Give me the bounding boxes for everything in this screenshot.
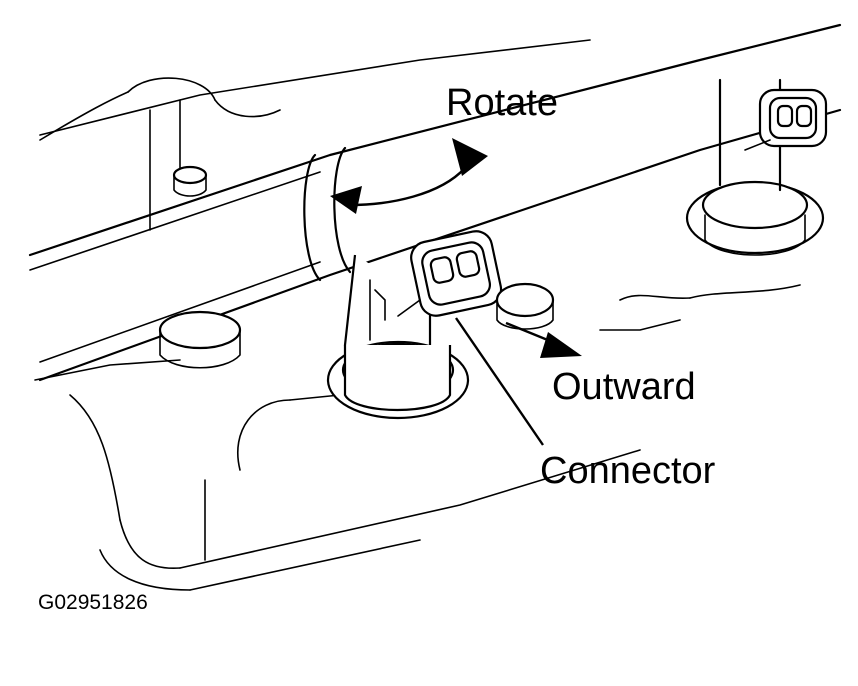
outward-arrow (495, 282, 582, 358)
connector-leader-line (455, 317, 544, 446)
figure-code: G02951826 (38, 591, 148, 614)
rotate-label: Rotate (446, 82, 558, 124)
connector-label: Connector (540, 450, 716, 492)
engine-body-outline (34, 39, 801, 591)
outward-label: Outward (552, 366, 696, 408)
injector-right (685, 78, 828, 256)
connector-body (397, 230, 503, 317)
fuel-rail (28, 23, 842, 382)
mounting-bolt (158, 165, 242, 369)
injector-main (326, 254, 470, 420)
rotate-arrow (330, 138, 488, 214)
